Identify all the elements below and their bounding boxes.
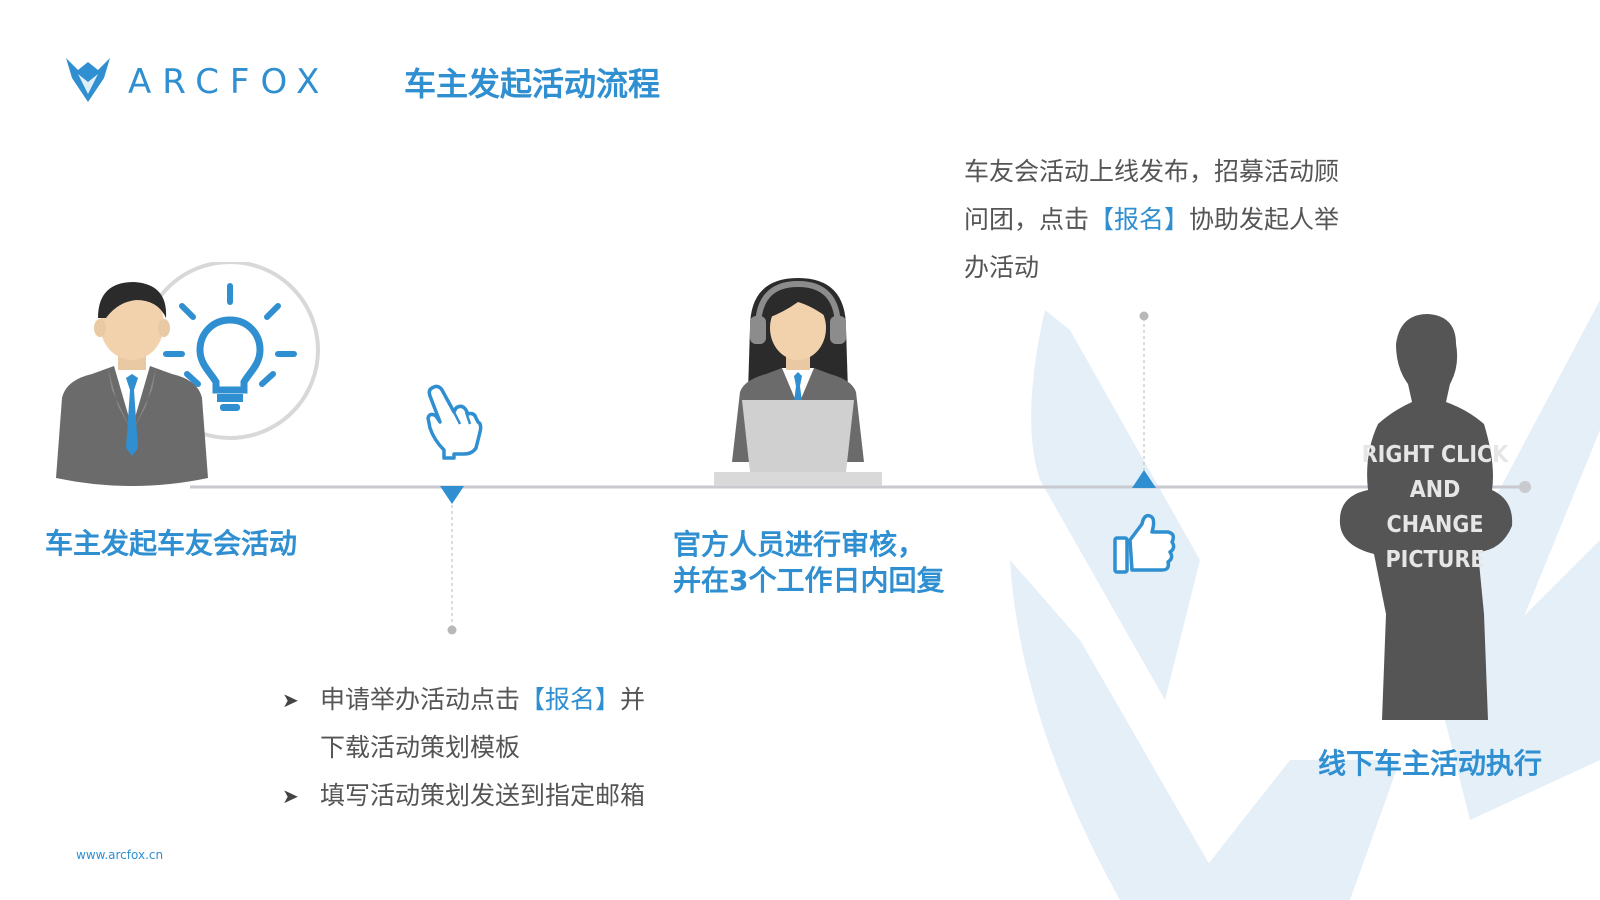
bullet-1-line2: 下载活动策划模板 — [320, 733, 521, 762]
picture-placeholder-label: RIGHT CLICK AND CHANGE PICTURE — [1340, 438, 1530, 578]
businessman-icon — [56, 282, 208, 486]
bullet-item: ➤ 填写活动策划发送到指定邮箱 — [282, 772, 702, 820]
step-1-title: 车主发起车友会活动 — [45, 527, 298, 560]
bullet-1-line1: 申请举办活动点击【报名】并 — [320, 676, 645, 724]
brand-name: ARCFOX — [128, 62, 331, 102]
bullet-1-pre: 申请举办活动点击 — [320, 685, 521, 714]
step-2-title-line2: 并在3个工作日内回复 — [673, 564, 945, 597]
bullet-2-text: 填写活动策划发送到指定邮箱 — [320, 781, 646, 810]
step-2-title-line1: 官方人员进行审核， — [673, 528, 926, 561]
footer-url[interactable]: www.arcfox.cn — [76, 848, 164, 862]
note-top-line3: 办活动 — [964, 253, 1040, 282]
note-top-line1: 车友会活动上线发布，招募活动顾 — [964, 157, 1340, 186]
bullet-arrow-icon: ➤ — [282, 784, 299, 808]
bullet-arrow-icon: ➤ — [282, 688, 299, 712]
arcfox-logo-icon — [66, 58, 110, 102]
thumbs-up-icon — [1113, 513, 1176, 574]
note-top-line2-pre: 问团，点击 — [964, 205, 1090, 234]
support-agent-icon — [714, 278, 882, 486]
note-bottom: ➤ 申请举办活动点击【报名】并 下载活动策划模板 ➤ 填写活动策划发送到指定邮箱 — [282, 676, 702, 820]
page-title: 车主发起活动流程 — [404, 65, 661, 103]
bullet-item: ➤ 申请举办活动点击【报名】并 下载活动策划模板 — [282, 676, 702, 772]
step-3-title: 线下车主活动执行 — [1318, 747, 1543, 780]
silhouette-placeholder-icon — [1339, 314, 1513, 720]
signup-link[interactable]: 【报名】 — [1089, 205, 1190, 234]
placeholder-line2: AND — [1409, 477, 1461, 503]
placeholder-line1: RIGHT CLICK — [1361, 442, 1509, 468]
placeholder-line3: CHANGE PICTURE — [1385, 512, 1485, 573]
note-top-line2: 问团，点击【报名】协助发起人举 — [964, 196, 1384, 244]
bullet-1-post: 并 — [620, 685, 646, 714]
note-top-line2-post: 协助发起人举 — [1189, 205, 1340, 234]
pointing-hand-icon — [426, 384, 483, 460]
step-2-title: 官方人员进行审核， 并在3个工作日内回复 — [673, 527, 944, 599]
note-top: 车友会活动上线发布，招募活动顾 问团，点击【报名】协助发起人举 办活动 — [964, 148, 1384, 292]
signup-link-2[interactable]: 【报名】 — [520, 685, 621, 714]
